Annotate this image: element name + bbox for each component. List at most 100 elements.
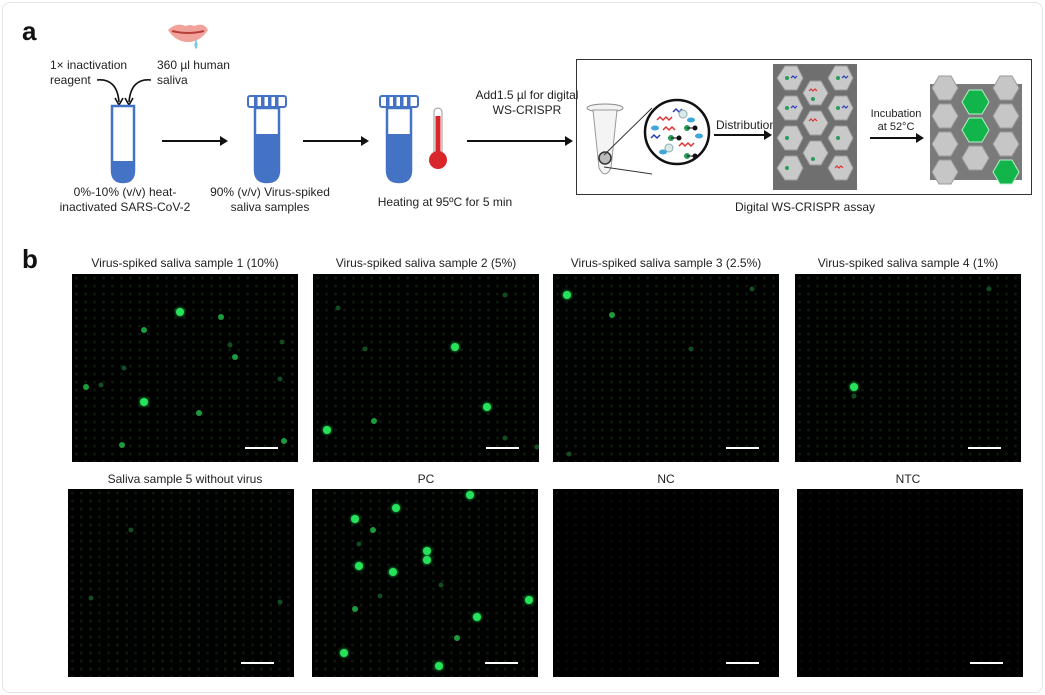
fluorescent-droplet bbox=[279, 339, 285, 345]
incubation-label-line2: at 52°C bbox=[877, 121, 915, 133]
fluorescent-droplet bbox=[849, 382, 858, 391]
fluorescent-droplet bbox=[451, 343, 460, 352]
image-title-3: Virus-spiked saliva sample 3 (2.5%) bbox=[570, 256, 762, 270]
panel-b-letter: b bbox=[22, 244, 38, 274]
assay-caption: Digital WS-CRISPR assay bbox=[734, 200, 876, 214]
distribution-arrow bbox=[714, 130, 772, 140]
fluorescent-droplet bbox=[562, 290, 571, 299]
micrograph-ntc bbox=[797, 489, 1023, 677]
scale-bar bbox=[245, 447, 278, 449]
fluorescent-droplet bbox=[986, 286, 992, 292]
fluorescent-droplet bbox=[502, 435, 508, 441]
fluorescent-droplet bbox=[88, 595, 94, 601]
fluorescent-droplet bbox=[851, 393, 857, 399]
heating-caption: Heating at 95ºC for 5 min bbox=[377, 195, 513, 209]
fluorescent-droplet bbox=[370, 527, 377, 534]
arrow-2 bbox=[303, 136, 369, 146]
arrow-3 bbox=[467, 136, 573, 146]
scale-bar bbox=[726, 662, 759, 664]
fluorescent-droplet bbox=[377, 593, 383, 599]
arrow-1 bbox=[162, 136, 228, 146]
micrograph-pc bbox=[312, 489, 538, 677]
assay-box bbox=[576, 59, 1032, 195]
reagent-label-line1: 1× inactivation bbox=[50, 58, 128, 72]
fluorescent-droplet bbox=[749, 286, 755, 292]
fluorescent-droplet bbox=[128, 527, 134, 533]
fluorescent-droplet bbox=[281, 438, 288, 445]
fluorescent-droplet bbox=[231, 353, 238, 360]
thermometer-icon bbox=[429, 107, 447, 169]
test-tube-2-icon bbox=[247, 95, 287, 184]
add-label-line2: WS-CRISPR bbox=[492, 103, 562, 117]
mouth-saliva-icon bbox=[168, 24, 208, 49]
micrograph-sample-1 bbox=[72, 274, 298, 462]
fluorescent-droplet bbox=[350, 515, 359, 524]
scale-bar bbox=[485, 662, 518, 664]
micrograph-sample-2 bbox=[313, 274, 539, 462]
fluorescent-droplet bbox=[322, 426, 331, 435]
fluorescent-droplet bbox=[82, 383, 89, 390]
fluorescent-droplet bbox=[218, 314, 225, 321]
scale-bar bbox=[970, 662, 1003, 664]
image-title-5: Saliva sample 5 without virus bbox=[107, 472, 263, 486]
fluorescent-droplet bbox=[339, 648, 348, 657]
fluorescent-droplet bbox=[335, 305, 341, 311]
fluorescent-droplet bbox=[566, 451, 572, 457]
fluorescent-droplet bbox=[118, 442, 125, 449]
fluorescent-droplet bbox=[438, 582, 444, 588]
fluorescent-droplet bbox=[141, 327, 148, 334]
fluorescent-droplet bbox=[176, 307, 185, 316]
fluorescent-droplet bbox=[423, 547, 432, 556]
zoom-lines-icon bbox=[603, 107, 653, 175]
fluorescent-droplet bbox=[277, 599, 283, 605]
result-chip-icon bbox=[930, 75, 1022, 185]
test-tube-3-icon bbox=[379, 95, 419, 184]
magnified-reaction-mix-icon bbox=[643, 98, 711, 166]
fluorescent-droplet bbox=[534, 444, 539, 450]
micrograph-sample-5 bbox=[68, 489, 294, 677]
tube1-caption-line1: 0%-10% (v/v) heat- bbox=[73, 185, 177, 199]
fluorescent-droplet bbox=[472, 612, 481, 621]
image-title-4: Virus-spiked saliva sample 4 (1%) bbox=[817, 256, 999, 270]
fluorescent-droplet bbox=[351, 606, 358, 613]
scale-bar bbox=[726, 447, 759, 449]
fluorescent-droplet bbox=[362, 346, 368, 352]
saliva-label-line1: 360 µl human bbox=[157, 58, 230, 72]
fluorescent-droplet bbox=[195, 410, 202, 417]
fluorescent-droplet bbox=[423, 556, 432, 565]
curved-arrows-icon bbox=[96, 79, 152, 106]
panel-a-letter: a bbox=[22, 16, 37, 46]
fluorescent-droplet bbox=[98, 382, 104, 388]
image-title-8: NTC bbox=[895, 472, 921, 486]
tube2-caption-line1: 90% (v/v) Virus-spiked bbox=[210, 185, 330, 199]
scale-bar bbox=[486, 447, 519, 449]
fluorescent-droplet bbox=[524, 595, 533, 604]
distribution-label: Distribution bbox=[716, 118, 777, 132]
micrograph-sample-3 bbox=[553, 274, 779, 462]
fluorescent-droplet bbox=[121, 365, 127, 371]
image-title-6: PC bbox=[417, 472, 435, 486]
distributed-chip-icon bbox=[773, 64, 857, 190]
fluorescent-droplet bbox=[227, 342, 233, 348]
fluorescent-droplet bbox=[608, 312, 615, 319]
fluorescent-droplet bbox=[277, 376, 283, 382]
test-tube-1-icon bbox=[110, 104, 136, 184]
micrograph-nc bbox=[553, 489, 779, 677]
scale-bar bbox=[968, 447, 1001, 449]
reagent-label-line2: reagent bbox=[50, 73, 91, 87]
fluorescent-droplet bbox=[140, 397, 149, 406]
fluorescent-droplet bbox=[371, 417, 378, 424]
fluorescent-droplet bbox=[466, 490, 475, 499]
add-label-line1: Add1.5 µl for digital bbox=[475, 88, 579, 102]
saliva-label-line2: saliva bbox=[157, 73, 188, 87]
image-title-2: Virus-spiked saliva sample 2 (5%) bbox=[335, 256, 517, 270]
incubation-label-line1: Incubation bbox=[870, 108, 922, 120]
image-title-7: NC bbox=[657, 472, 675, 486]
scale-bar bbox=[241, 662, 274, 664]
fluorescent-droplet bbox=[391, 503, 400, 512]
tube2-caption-line2: saliva samples bbox=[230, 200, 310, 214]
microcentrifuge-tube-icon bbox=[586, 103, 624, 175]
fluorescent-droplet bbox=[355, 562, 364, 571]
fluorescent-droplet bbox=[483, 403, 492, 412]
